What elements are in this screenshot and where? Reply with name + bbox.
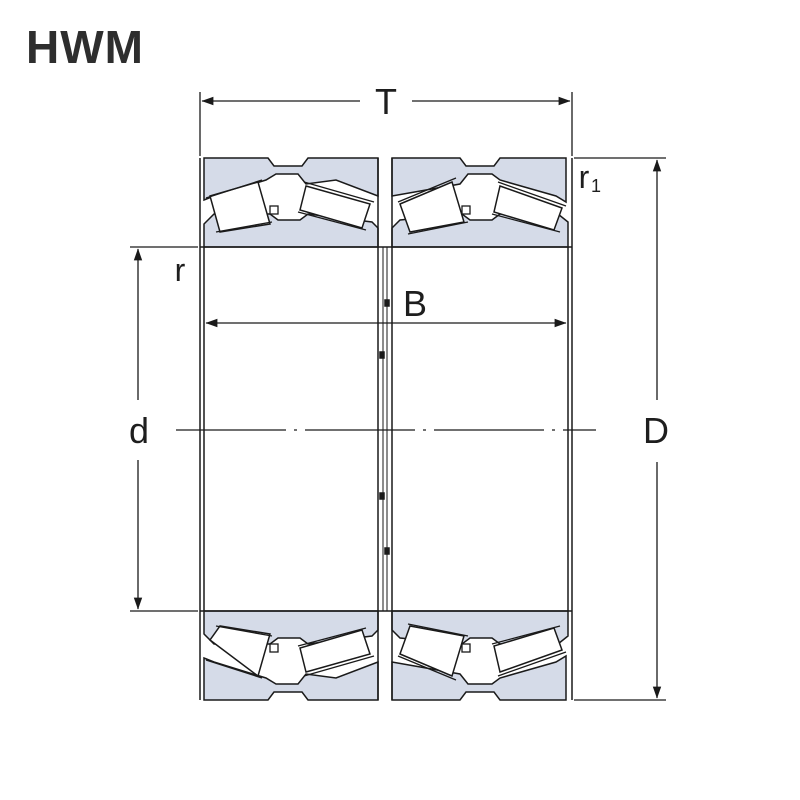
- roller: [299, 185, 371, 229]
- label-r: r: [175, 252, 186, 288]
- bore-outline: [199, 158, 573, 700]
- roller: [208, 625, 271, 678]
- roller: [399, 180, 465, 233]
- page-title: HWM: [26, 21, 144, 73]
- label-D: D: [643, 410, 669, 451]
- label-T: T: [375, 81, 397, 122]
- bottom-section: [203, 610, 569, 701]
- cages-bottom: [205, 623, 567, 681]
- roller: [399, 625, 465, 678]
- label-B: B: [403, 283, 427, 324]
- dimension-lines: [130, 92, 666, 701]
- label-r1-subscript: 1: [591, 176, 601, 196]
- rollers-bottom: [208, 625, 563, 678]
- label-d: d: [129, 410, 149, 451]
- top-section: [203, 157, 569, 248]
- roller: [299, 629, 371, 673]
- outer-ring-bottom: [203, 654, 567, 701]
- label-r1: r: [579, 159, 590, 195]
- cages-top: [205, 177, 567, 235]
